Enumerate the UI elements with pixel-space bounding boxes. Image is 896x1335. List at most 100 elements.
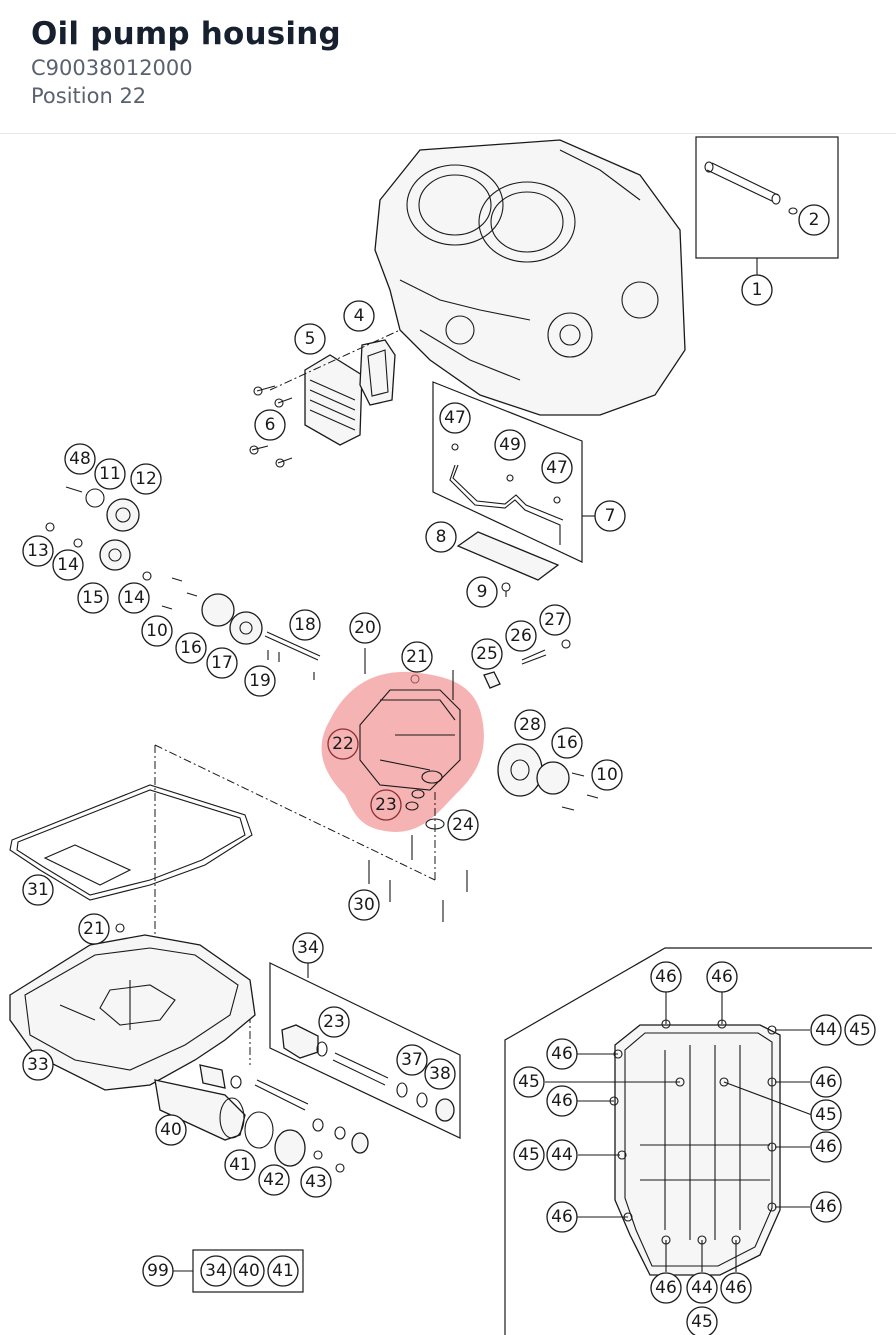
svg-text:16: 16 [180,638,202,658]
callout-19[interactable]: 19 [244,665,276,697]
callout-40-b[interactable]: 40 [233,1255,265,1287]
svg-text:45: 45 [849,1020,871,1040]
callout-34-b[interactable]: 34 [200,1255,232,1287]
callout-44-c[interactable]: 44 [686,1272,718,1304]
callout-2[interactable]: 2 [798,204,830,236]
callout-47-b[interactable]: 47 [541,452,573,484]
svg-text:12: 12 [135,469,157,489]
callout-46-b[interactable]: 46 [706,961,738,993]
callout-41-b[interactable]: 41 [267,1255,299,1287]
callout-1[interactable]: 1 [741,274,773,306]
callout-38[interactable]: 38 [424,1058,456,1090]
sprocket-parts [45,486,198,610]
svg-text:45: 45 [815,1105,837,1125]
callout-5[interactable]: 5 [294,323,326,355]
callout-46-i[interactable]: 46 [650,1272,682,1304]
svg-text:20: 20 [354,618,376,638]
callout-23-b[interactable]: 23 [318,1006,350,1038]
callout-26[interactable]: 26 [505,620,537,652]
callout-46-c[interactable]: 46 [546,1038,578,1070]
svg-text:34: 34 [205,1261,227,1281]
callout-14-a[interactable]: 14 [52,549,84,581]
callout-33[interactable]: 33 [22,1049,54,1081]
callout-4[interactable]: 4 [343,300,375,332]
svg-text:46: 46 [815,1197,837,1217]
callout-16-b[interactable]: 16 [551,727,583,759]
callout-18[interactable]: 18 [289,609,321,641]
svg-text:40: 40 [160,1120,182,1140]
svg-text:38: 38 [429,1064,451,1084]
callout-20[interactable]: 20 [349,612,381,644]
callout-40-a[interactable]: 40 [155,1114,187,1146]
svg-text:40: 40 [238,1261,260,1281]
svg-text:2: 2 [809,210,820,230]
callout-30[interactable]: 30 [348,889,380,921]
callout-43[interactable]: 43 [300,1166,332,1198]
callout-31[interactable]: 31 [22,874,54,906]
callout-45-a[interactable]: 45 [844,1014,876,1046]
callout-7[interactable]: 7 [594,500,626,532]
callout-34-a[interactable]: 34 [292,932,324,964]
callout-23-highlighted[interactable]: 23 [370,789,402,821]
callout-46-h[interactable]: 46 [810,1191,842,1223]
highlight-blob [321,671,484,832]
svg-text:4: 4 [354,306,365,326]
svg-text:99: 99 [147,1261,169,1281]
callout-9[interactable]: 9 [466,576,498,608]
svg-text:46: 46 [815,1072,837,1092]
svg-text:21: 21 [406,647,428,667]
svg-text:46: 46 [551,1044,573,1064]
callout-41-a[interactable]: 41 [224,1149,256,1181]
svg-text:11: 11 [99,464,121,484]
callout-28[interactable]: 28 [514,709,546,741]
callout-10-b[interactable]: 10 [591,759,623,791]
callout-46-d[interactable]: 46 [810,1066,842,1098]
callout-17[interactable]: 17 [206,647,238,679]
svg-text:9: 9 [477,582,488,602]
svg-text:44: 44 [815,1020,837,1040]
callout-99[interactable]: 99 [142,1255,174,1287]
svg-text:45: 45 [691,1312,713,1332]
callout-11[interactable]: 11 [94,458,126,490]
callout-6[interactable]: 6 [254,409,286,441]
callout-44-a[interactable]: 44 [810,1014,842,1046]
callout-21-b[interactable]: 21 [78,913,110,945]
svg-text:6: 6 [265,415,276,435]
callout-48[interactable]: 48 [64,443,96,475]
part-number: C90038012000 [31,56,193,80]
callout-45-c[interactable]: 45 [810,1099,842,1131]
callout-10-a[interactable]: 10 [141,615,173,647]
callout-45-b[interactable]: 45 [513,1066,545,1098]
callout-46-f[interactable]: 46 [810,1131,842,1163]
svg-text:25: 25 [476,644,498,664]
svg-text:24: 24 [452,815,474,835]
svg-text:17: 17 [211,653,233,673]
callout-47-a[interactable]: 47 [439,402,471,434]
svg-text:34: 34 [297,938,319,958]
callout-45-d[interactable]: 45 [513,1139,545,1171]
callout-layer: 1 2 4 5 6 47 49 47 7 48 11 12 13 14 15 1… [22,204,876,1335]
callout-45-e[interactable]: 45 [686,1306,718,1335]
callout-46-g[interactable]: 46 [546,1201,578,1233]
callout-44-b[interactable]: 44 [546,1139,578,1171]
callout-14-b[interactable]: 14 [118,582,150,614]
callout-46-j[interactable]: 46 [720,1272,752,1304]
callout-12[interactable]: 12 [130,463,162,495]
callout-46-e[interactable]: 46 [546,1085,578,1117]
callout-25[interactable]: 25 [471,638,503,670]
svg-text:46: 46 [711,967,733,987]
callout-37[interactable]: 37 [396,1044,428,1076]
callout-15[interactable]: 15 [77,582,109,614]
exploded-parts-diagram: 1 2 4 5 6 47 49 47 7 48 11 12 13 14 15 1… [9,136,876,1335]
callout-46-a[interactable]: 46 [650,961,682,993]
callout-22-highlighted[interactable]: 22 [327,728,359,760]
callout-49[interactable]: 49 [494,429,526,461]
callout-8[interactable]: 8 [425,521,457,553]
callout-13[interactable]: 13 [22,535,54,567]
callout-42[interactable]: 42 [258,1164,290,1196]
callout-16-a[interactable]: 16 [175,632,207,664]
callout-21-a[interactable]: 21 [401,641,433,673]
callout-24[interactable]: 24 [447,809,479,841]
svg-text:5: 5 [305,329,316,349]
callout-27[interactable]: 27 [539,604,571,636]
